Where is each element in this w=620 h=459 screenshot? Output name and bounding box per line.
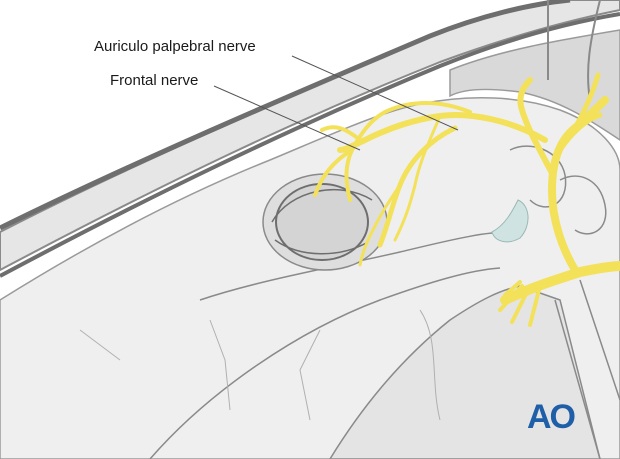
nerve-small-2: [358, 183, 402, 267]
ear-cartilage: [491, 199, 529, 243]
skin-inner-line: [0, 12, 620, 278]
eyeball: [275, 183, 369, 261]
nerve-fan: [498, 280, 542, 327]
zygomatic-arch: [199, 230, 521, 301]
nerve-branch-ear: [557, 72, 603, 153]
jaw-contour: [149, 267, 501, 459]
skin-outer-line: [0, 0, 571, 231]
nerve-branch-upper: [517, 77, 556, 178]
nerve-small-1: [313, 125, 362, 197]
temporal-contours: [509, 145, 607, 235]
neck-edge-lines: [554, 279, 620, 459]
leader-line-frontal: [213, 85, 361, 151]
suture-lines: [79, 309, 441, 421]
label-auriculo-palpebral-nerve: Auriculo palpebral nerve: [94, 38, 256, 55]
nerve-small-3: [393, 114, 442, 242]
ear-line: [547, 0, 601, 101]
ear-base: [449, 29, 620, 141]
ao-logo: AO: [527, 398, 576, 436]
leader-line-auriculo: [291, 55, 459, 131]
label-frontal-nerve: Frontal nerve: [110, 72, 199, 89]
nerve-branches: [313, 72, 620, 327]
auriculo-palpebral-nerve: [548, 96, 609, 274]
nerve-to-orbit: [344, 101, 472, 202]
